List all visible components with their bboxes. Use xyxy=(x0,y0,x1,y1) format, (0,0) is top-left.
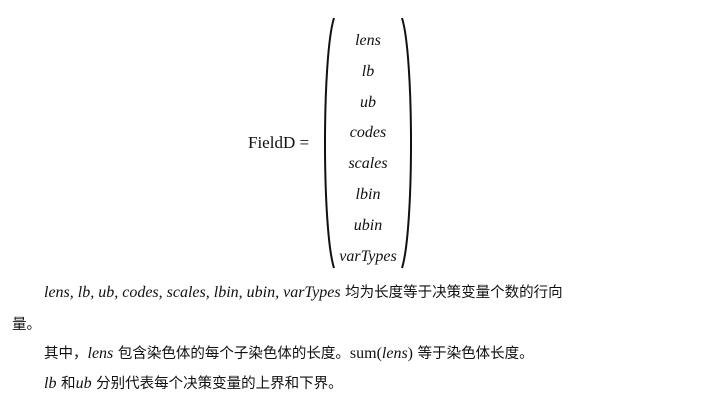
math-variable: lens xyxy=(87,345,114,362)
paragraph-continuation: 量。 xyxy=(12,315,41,335)
paragraph-text: 均为长度等于决策变量个数的行向 xyxy=(340,285,563,301)
paragraph-text: 其中， xyxy=(44,346,88,362)
math-variable: lb xyxy=(44,375,57,392)
field-variable-list: lens, lb, ub, codes, scales, lbin, ubin,… xyxy=(44,284,341,301)
math-variable: lens xyxy=(381,345,408,362)
paragraph-text: 分别代表每个决策变量的上界和下界。 xyxy=(91,376,343,392)
equation-lhs: FieldD = xyxy=(248,133,310,152)
paragraph-text: 量。 xyxy=(12,317,41,333)
paragraph-bounds-description: lb 和ub 分别代表每个决策变量的上界和下界。 xyxy=(44,374,343,394)
vector-entry: lens xyxy=(355,32,381,49)
paragraph-lens-description: 其中，lens 包含染色体的每个子染色体的长度。sum(lens) 等于染色体长… xyxy=(44,344,534,364)
vector-entry: scales xyxy=(348,155,388,173)
vector-entry: lbin xyxy=(355,185,381,203)
right-parenthesis xyxy=(400,16,416,270)
vector-entry: ubin xyxy=(353,216,383,234)
paragraph-text: 和 xyxy=(56,376,76,392)
vector-entry: codes xyxy=(349,124,387,142)
vector-entry: ub xyxy=(360,93,376,111)
sum-close: ) xyxy=(407,345,413,362)
field-vector: lens lb ub codes scales lbin ubin varTyp… xyxy=(330,26,406,272)
vector-entry: lb xyxy=(361,62,375,80)
vector-entry: varTypes xyxy=(339,247,397,265)
left-parenthesis xyxy=(320,16,336,270)
math-variable: ub xyxy=(75,375,92,392)
sum-function: sum( xyxy=(349,345,382,362)
paragraph-text: 等于染色体长度。 xyxy=(413,346,534,362)
paragraph-fields-description: lens, lb, ub, codes, scales, lbin, ubin,… xyxy=(44,283,563,303)
paragraph-text: 包含染色体的每个子染色体的长度。 xyxy=(113,346,350,362)
